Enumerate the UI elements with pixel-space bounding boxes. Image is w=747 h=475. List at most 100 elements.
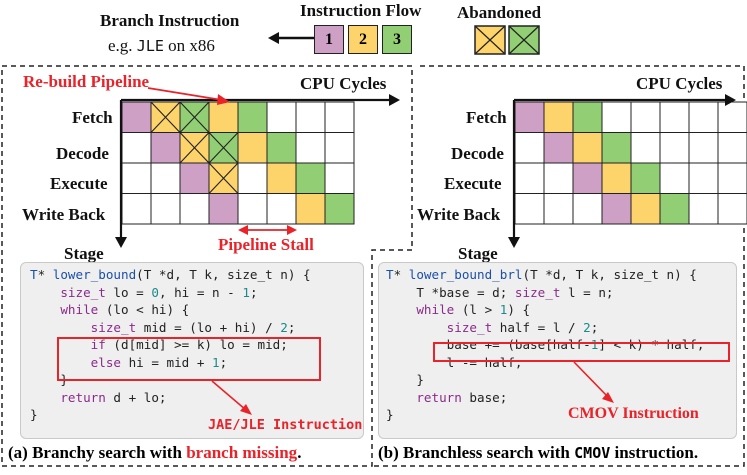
right-stage-fetch: Fetch xyxy=(466,108,507,127)
branch-example-prefix: e.g. xyxy=(108,36,137,55)
left-code-line-6: else hi = mid + 1; xyxy=(90,354,228,370)
branch-instruction-title: Branch Instruction xyxy=(100,11,240,30)
flow-box-3-label: 3 xyxy=(393,31,401,48)
left-cell-r1-c7 xyxy=(324,132,355,164)
left-cell-r2-c4 xyxy=(237,162,268,194)
right-code-line-7: } xyxy=(386,372,424,387)
left-stage-fetch: Fetch xyxy=(72,108,113,127)
flow-box-3: 3 xyxy=(382,25,412,54)
abandoned-title: Abandoned xyxy=(457,3,542,22)
left-code-line-9: } xyxy=(30,407,38,422)
right-x-axis-arrow xyxy=(725,94,736,106)
right-code-line-9: } xyxy=(386,407,394,422)
right-code-line-6: l -= half; xyxy=(386,354,523,370)
left-code-line-5: if (d[mid] >= k) lo = mid; xyxy=(90,337,288,352)
left-cross-b-r1-c2 xyxy=(179,132,210,164)
left-cross-b-r0-c2 xyxy=(179,101,210,133)
left-highlight-box xyxy=(57,337,321,381)
left-caption-suffix: . xyxy=(297,443,302,462)
right-cell-r0-c4 xyxy=(630,101,661,133)
branch-example-code: JLE xyxy=(136,37,164,55)
right-cell-r0-c3 xyxy=(601,101,632,133)
left-cross-b-r2-c3 xyxy=(208,162,239,194)
right-code-line-8: return base; xyxy=(416,389,508,405)
left-cell-r3-c4 xyxy=(237,193,268,225)
right-cell-r2-c6 xyxy=(688,162,719,194)
flow-box-2-label: 2 xyxy=(359,31,367,48)
left-x-axis-arrow xyxy=(389,94,400,106)
right-cell-r2-c3 xyxy=(601,162,632,194)
left-code-annotation: JAE/JLE Instruction xyxy=(208,417,363,433)
right-code-line-2: T *base = d; size_t l = n; xyxy=(386,284,614,300)
left-stage-decode: Decode xyxy=(56,144,109,163)
right-cell-r3-c2 xyxy=(572,193,603,225)
left-axis-x-label: CPU Cycles xyxy=(300,74,387,93)
branch-instruction-example: e.g. JLE on x86 xyxy=(108,36,215,56)
flow-box-1-label: 1 xyxy=(325,31,333,48)
right-stage-execute: Execute xyxy=(444,174,502,193)
left-y-axis-arrow xyxy=(115,237,127,248)
left-stage-writeback: Write Back xyxy=(22,205,106,224)
left-cell-r1-c4 xyxy=(237,132,268,164)
left-cell-r0-c4 xyxy=(237,101,268,133)
left-cell-r2-c6 xyxy=(295,162,326,194)
right-cell-r1-c6 xyxy=(688,132,719,164)
right-code-line-4: size_t half = l / 2; xyxy=(446,319,599,335)
left-code-line-4: size_t mid = (lo + hi) / 2; xyxy=(90,319,296,335)
left-code-line-8: return d + lo; xyxy=(60,389,167,405)
right-cell-r3-c7 xyxy=(717,193,747,225)
right-caption: (b) Branchless search with CMOV instruct… xyxy=(378,443,698,463)
right-cell-r1-c4 xyxy=(630,132,661,164)
right-cell-r3-c1 xyxy=(543,193,574,225)
left-code-line-1: T* lower_bound(T *d, T k, size_t n) { xyxy=(30,267,311,282)
left-cell-r0-c5 xyxy=(266,101,297,133)
right-caption-prefix: (b) Branchless search with xyxy=(378,443,575,462)
right-cell-r3-c6 xyxy=(688,193,719,225)
right-caption-code: CMOV xyxy=(574,444,611,462)
right-cell-r0-c1 xyxy=(543,101,574,133)
left-code-line-2: size_t lo = 0, hi = n - 1; xyxy=(60,284,258,300)
left-cell-r3-c1 xyxy=(150,193,181,225)
right-caption-suffix: instruction. xyxy=(610,443,699,462)
rebuild-arrow-head xyxy=(217,94,230,105)
right-cell-r2-c0 xyxy=(514,162,545,194)
right-code-line-1: T* lower_bound_brl(T *d, T k, size_t n) … xyxy=(386,267,697,282)
left-code-line-3: while (lo < hi) { xyxy=(60,302,190,317)
left-cell-r3-c5 xyxy=(266,193,297,225)
right-cell-r2-c2 xyxy=(572,162,603,194)
abandoned-yellow-box xyxy=(474,25,506,55)
flow-box-2: 2 xyxy=(348,25,378,54)
right-cell-r3-c3 xyxy=(601,193,632,225)
abandoned-green-box xyxy=(508,25,540,55)
right-code-annotation: CMOV Instruction xyxy=(568,405,699,422)
right-stage-decode: Decode xyxy=(451,144,504,163)
branch-arrow xyxy=(268,32,314,44)
stall-arrow-left-head xyxy=(238,225,248,235)
right-highlight-box xyxy=(433,342,730,362)
instruction-flow-title: Instruction Flow xyxy=(300,1,422,20)
right-code-panel xyxy=(378,262,737,439)
left-cell-r0-c7 xyxy=(324,101,355,133)
right-code-line-3: while (l > 1) { xyxy=(416,302,531,317)
right-cell-r3-c5 xyxy=(659,193,690,225)
right-code-line-5: base += (base[half-1] < k) * half; xyxy=(386,337,705,352)
stall-arrow-right-head xyxy=(287,225,297,235)
left-code-panel xyxy=(20,262,364,439)
left-stage-execute: Execute xyxy=(50,174,108,193)
branch-example-suffix: on x86 xyxy=(163,36,215,55)
left-axis-y-label: Stage xyxy=(64,244,104,263)
right-y-axis-arrow xyxy=(508,237,520,248)
right-cell-r1-c1 xyxy=(543,132,574,164)
right-stage-writeback: Write Back xyxy=(417,205,501,224)
left-cross-b-r0-c1 xyxy=(150,101,181,133)
right-axis-x-label: CPU Cycles xyxy=(636,74,723,93)
right-axis-y-label: Stage xyxy=(458,244,498,263)
left-caption-highlight: branch missing xyxy=(186,443,298,462)
left-caption-prefix: (a) Branchy search with xyxy=(8,443,187,462)
left-cell-r3-c0 xyxy=(121,193,152,225)
left-caption: (a) Branchy search with branch missing. xyxy=(8,443,301,463)
